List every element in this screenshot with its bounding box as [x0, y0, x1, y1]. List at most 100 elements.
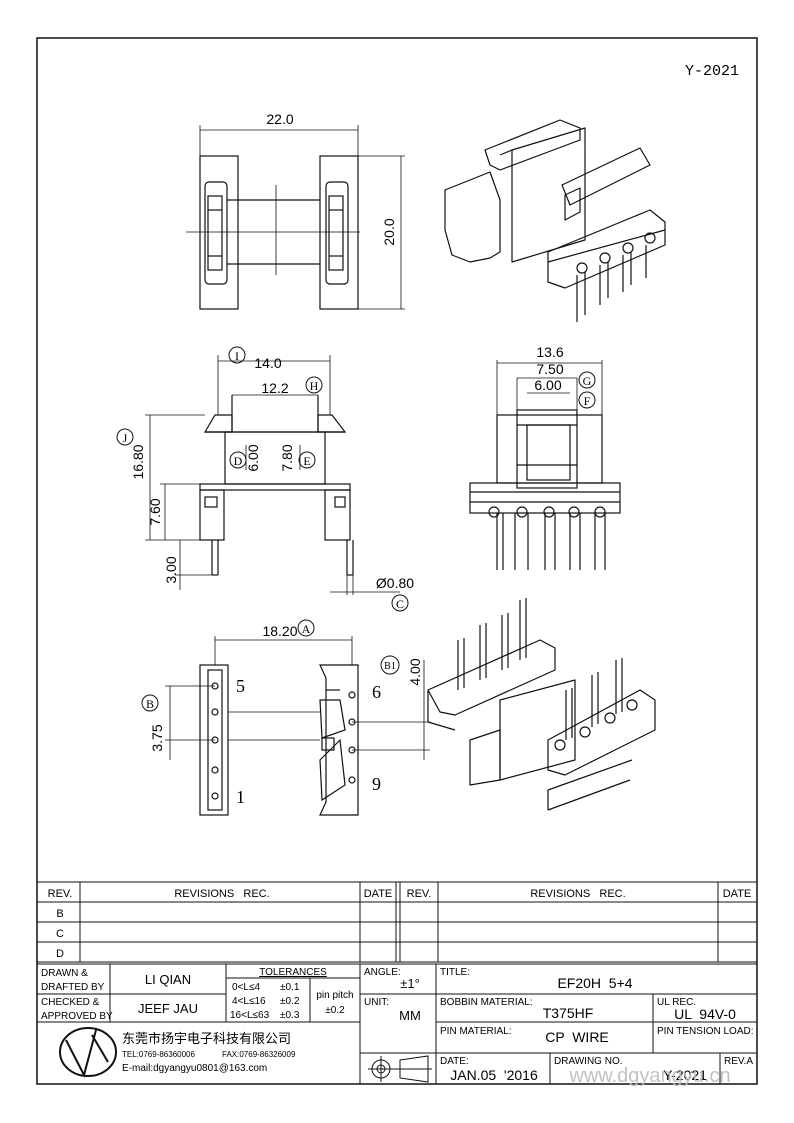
date-header-right: DATE	[723, 888, 752, 900]
marker-G: G	[578, 371, 596, 389]
company-tel: TEL:0769-86360006	[122, 1050, 196, 1059]
rev-label: REV.A	[724, 1056, 753, 1067]
svg-text:C: C	[396, 597, 404, 611]
bobbin-material-label: BOBBIN MATERIAL:	[440, 997, 533, 1008]
dim-bottom-pitch: 3.75	[149, 724, 165, 751]
tol-range-3: 16<L≤63	[230, 1010, 270, 1021]
marker-J: J	[116, 428, 134, 446]
company-fax: FAX:0769-86326009	[222, 1050, 296, 1059]
drawing-code: Y-2021	[685, 63, 739, 80]
angle-label: ANGLE:	[364, 967, 401, 978]
title-label: TITLE:	[440, 967, 470, 978]
svg-text:A: A	[302, 622, 311, 636]
unit-value: MM	[399, 1008, 421, 1023]
dim-bottom-height: 4.00	[407, 658, 423, 685]
marker-H: H	[305, 376, 323, 394]
sheet-border	[36, 37, 758, 1085]
dim-pin-dia: Ø0.80	[376, 575, 414, 591]
dim-pin-length: 3.00	[163, 556, 179, 583]
iso-view-lower	[427, 598, 656, 811]
dim-front-height-total: 16.80	[130, 444, 146, 479]
pin-label-9: 9	[372, 774, 381, 794]
checked-label: CHECKED & APPROVED BY	[41, 997, 113, 1022]
unit-label: UNIT:	[364, 997, 389, 1008]
angle-value: ±1°	[400, 976, 420, 991]
drawing-no-label: DRAWING NO.	[554, 1056, 623, 1067]
company-logo-icon	[59, 1027, 117, 1078]
tol-value-3: ±0.3	[280, 1010, 300, 1021]
marker-B1: B1	[380, 655, 400, 675]
svg-text:B: B	[146, 697, 154, 711]
marker-F: F	[578, 391, 596, 409]
pin-pitch-tol: ±0.2	[325, 1005, 345, 1016]
svg-text:F: F	[584, 394, 591, 408]
dim-front-width-outer: 14.0	[254, 355, 281, 371]
svg-text:D: D	[234, 454, 243, 468]
company-email: E-mail:dgyangyu0801@163.com	[122, 1063, 267, 1074]
marker-C: C	[391, 594, 409, 612]
pin-pitch-label: pin pitch	[316, 990, 353, 1001]
svg-text:E: E	[303, 454, 310, 468]
dim-top-height: 20.0	[381, 218, 397, 245]
svg-text:I: I	[235, 349, 239, 363]
pin-label-1: 1	[236, 787, 245, 807]
drawn-name: LI QIAN	[145, 972, 191, 987]
svg-text:G: G	[583, 374, 592, 388]
pin-label-5: 5	[236, 676, 245, 696]
marker-A: A	[297, 619, 315, 637]
dim-top-width: 22.0	[266, 111, 293, 127]
watermark: www.dgyangyu.cn	[568, 1065, 730, 1087]
checked-name: JEEF JAU	[138, 1001, 198, 1016]
dim-front-height-base: 7.60	[147, 498, 163, 525]
rev-row-d: D	[56, 948, 64, 960]
date-value: JAN.05 '2016	[450, 1067, 538, 1083]
bobbin-material-value: T375HF	[543, 1005, 594, 1021]
dim-core-w1: 6.00	[245, 444, 261, 471]
bottom-view	[165, 636, 430, 816]
revisions-header-right: REVISIONS REC.	[530, 888, 625, 900]
pin-tension-label: PIN TENSION LOAD:	[657, 1026, 754, 1037]
rev-row-b: B	[56, 908, 63, 920]
tol-value-2: ±0.2	[280, 996, 300, 1007]
dim-side-w3: 6.00	[534, 377, 561, 393]
rev-header-left: REV.	[48, 888, 73, 900]
dim-core-w2: 7.80	[279, 444, 295, 471]
tol-range-2: 4<L≤16	[232, 996, 266, 1007]
side-view	[469, 360, 621, 570]
marker-I: I	[228, 346, 246, 364]
front-view	[145, 355, 400, 595]
tol-value-1: ±0.1	[280, 982, 300, 993]
rev-header-right: REV.	[407, 888, 432, 900]
svg-text:B1: B1	[384, 661, 396, 672]
date-label: DATE:	[440, 1056, 469, 1067]
marker-D: D	[229, 451, 247, 469]
svg-text:J: J	[123, 431, 128, 445]
dim-side-width: 13.6	[536, 344, 563, 360]
dim-side-w2: 7.50	[536, 361, 563, 377]
tolerances-label: TOLERANCES	[259, 967, 327, 978]
ul-rec-label: UL REC.	[657, 997, 696, 1008]
rev-row-c: C	[56, 928, 64, 940]
tol-range-1: 0<L≤4	[232, 982, 260, 993]
pin-material-label: PIN MATERIAL:	[440, 1026, 512, 1037]
title-value: EF20H 5+4	[557, 975, 632, 991]
pin-label-6: 6	[372, 682, 381, 702]
ul-rec-value: UL 94V-0	[674, 1006, 736, 1022]
dim-bottom-width: 18.20	[262, 623, 297, 639]
drawing-no-value: Y-2021	[663, 1067, 707, 1083]
dim-front-width-inner: 12.2	[261, 380, 288, 396]
company-name-cn: 东莞市扬宇电子科技有限公司	[122, 1031, 291, 1046]
date-header-left: DATE	[364, 888, 393, 900]
marker-E: E	[298, 451, 316, 469]
drawn-label: DRAWN & DRAFTED BY	[41, 968, 105, 993]
revision-table	[36, 881, 758, 963]
pin-material-value: CP WIRE	[545, 1029, 609, 1045]
marker-B: B	[141, 694, 159, 712]
iso-view-upper	[444, 119, 666, 322]
svg-text:H: H	[310, 379, 319, 393]
projection-symbol-icon	[368, 1055, 432, 1083]
top-view	[186, 125, 405, 310]
title-block-grid	[36, 963, 758, 1085]
revisions-header-left: REVISIONS REC.	[174, 888, 269, 900]
